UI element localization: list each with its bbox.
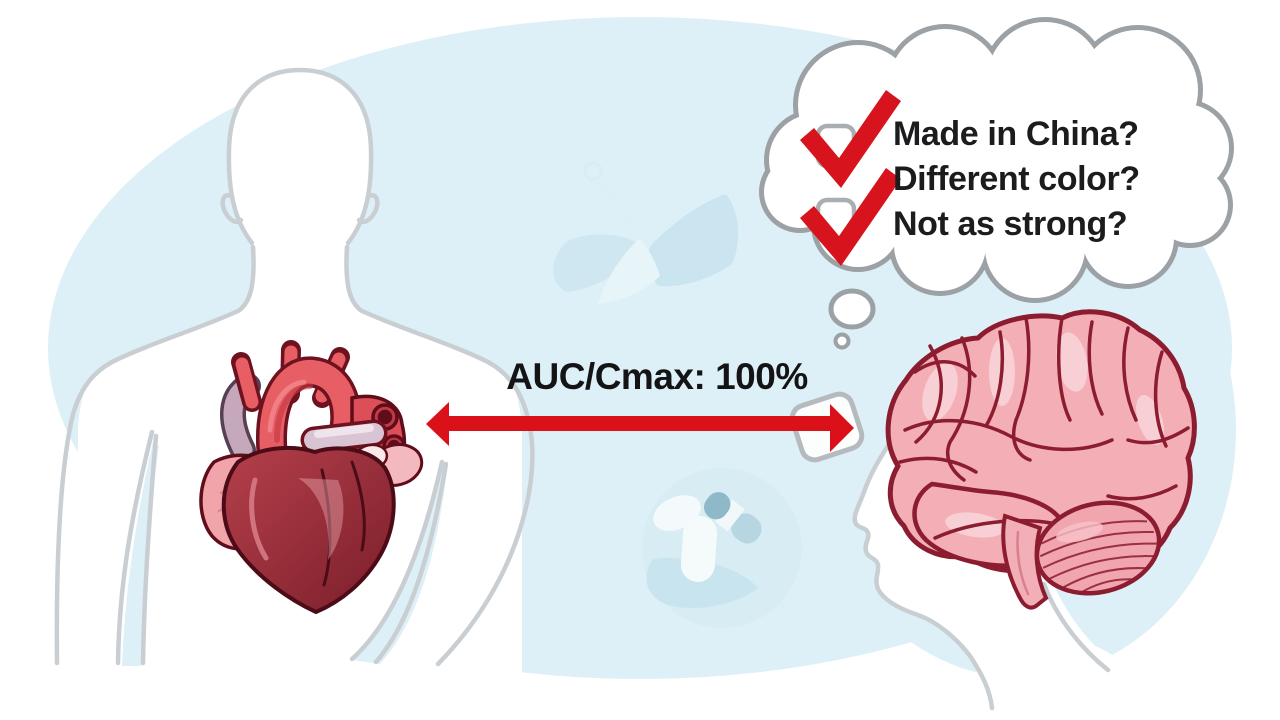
thought-trail-bubble xyxy=(828,288,876,330)
thought-bubble-text: Made in China? Different color? Not as s… xyxy=(893,112,1140,247)
brain-icon xyxy=(885,309,1197,610)
equivalence-label: AUC/Cmax: 100% xyxy=(506,356,808,397)
pills-icon xyxy=(642,468,802,628)
double-arrow-icon xyxy=(426,402,854,452)
heart-icon xyxy=(199,340,424,615)
checkmark-icon xyxy=(800,168,901,266)
checkmark-icon xyxy=(800,90,901,188)
thought-line-1: Made in China? xyxy=(893,115,1139,153)
lungs-icon xyxy=(553,161,739,304)
thought-line-3: Not as strong? xyxy=(893,205,1128,243)
body-silhouette xyxy=(54,67,535,720)
thought-trail-dot xyxy=(833,332,851,350)
thought-line-2: Different color? xyxy=(893,160,1140,198)
thought-bubble xyxy=(759,17,1234,350)
